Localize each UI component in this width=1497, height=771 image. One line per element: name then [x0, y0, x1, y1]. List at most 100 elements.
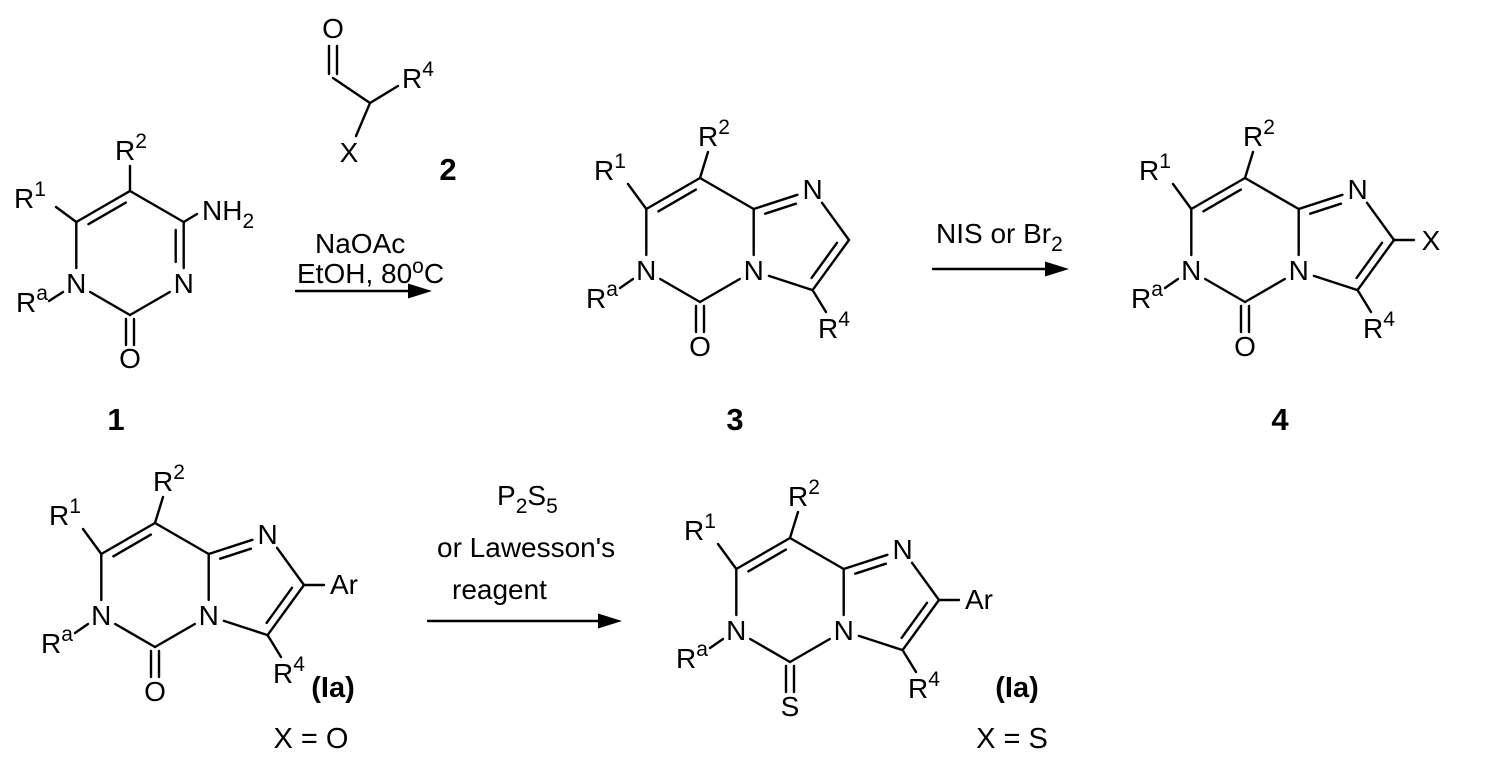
x-label: X	[1422, 225, 1441, 256]
nitrogen-label: N	[199, 600, 219, 631]
compound-ia-oxo-bonds	[73, 495, 326, 679]
nitrogen-label: N	[802, 174, 822, 205]
compound-1-bonds	[47, 164, 199, 347]
substituent-bond	[81, 527, 103, 556]
r1-label: R1	[1139, 150, 1171, 186]
compound-4-number: 4	[1271, 402, 1289, 437]
compound-ia-thioxo: N N N S R2 R1 Ra R4 Ar (Ia) X = S	[676, 476, 1048, 755]
condition-lawessons: or Lawesson's	[437, 532, 615, 563]
ra-label: Ra	[41, 623, 73, 659]
arrow-head	[408, 283, 432, 299]
r1-label: R1	[49, 495, 81, 531]
compound-1-number: 1	[107, 402, 124, 437]
compound-2-bonds	[327, 44, 400, 138]
nitrogen-label: N	[726, 615, 746, 646]
double-bond-inner	[747, 548, 788, 573]
double-bond-inner	[87, 201, 128, 226]
substituent-bond	[182, 212, 199, 224]
ra-label: Ra	[586, 278, 618, 314]
bond	[1312, 274, 1359, 292]
double-bond-inner	[1355, 241, 1384, 280]
oxygen-label: O	[689, 331, 711, 362]
bond	[275, 546, 306, 587]
condition-etoh: EtOH, 80oC	[297, 255, 444, 289]
r2-label: R2	[115, 130, 147, 166]
compound-ia-thioxo-number: (Ia)	[995, 672, 1039, 704]
double-bond-inner	[854, 562, 888, 575]
bond	[1190, 176, 1247, 211]
ra-label: Ra	[1131, 278, 1163, 314]
compound-3-number: 3	[726, 402, 743, 437]
bond	[749, 637, 792, 664]
double-bond-inner	[764, 202, 798, 215]
substituent-bond	[698, 150, 710, 180]
bond	[266, 583, 306, 637]
compound-ia-thioxo-variant: X = S	[976, 723, 1048, 755]
double-bond-inner	[218, 547, 253, 560]
bond	[207, 538, 254, 556]
compound-ia-oxo-variant: X = O	[274, 723, 349, 755]
double-bond-inner	[900, 601, 929, 640]
r2-label: R2	[788, 476, 820, 512]
oxygen-label: O	[119, 343, 141, 374]
substituent-bond	[47, 290, 65, 303]
reaction-arrow-2: NIS or Br2	[931, 218, 1069, 277]
substituent-bond	[1243, 150, 1255, 180]
nitrogen-label: N	[744, 255, 764, 286]
r1-label: R1	[14, 178, 46, 214]
bond	[910, 561, 941, 602]
r1-label: R1	[684, 510, 716, 546]
compound-ia-oxo-number: (Ia)	[311, 672, 355, 704]
nitrogen-label: N	[1181, 255, 1201, 286]
compound-3: N N N O R2 R1 Ra R4 3	[586, 116, 850, 437]
r4-label: R4	[273, 653, 305, 689]
double-bond-inner	[810, 241, 839, 280]
bond	[735, 536, 792, 571]
x-label: X	[340, 137, 359, 168]
bond	[752, 193, 799, 211]
condition-p2s5: P2S5	[497, 480, 558, 518]
bond	[698, 277, 741, 304]
r4-label: R4	[818, 308, 850, 344]
nitrogen-label: N	[174, 268, 194, 299]
oxygen-label: O	[1234, 331, 1256, 362]
compound-4: N N N O R2 R1 Ra R4 X 4	[1131, 116, 1441, 437]
substituent-bond	[354, 101, 372, 138]
double-bond-inner	[657, 188, 698, 213]
substituent-bond	[811, 288, 828, 314]
bond	[1203, 277, 1247, 304]
bond	[100, 521, 157, 556]
bond	[1297, 193, 1344, 211]
nitrogen-label: N	[91, 600, 111, 631]
reaction-arrow-1: NaOAc EtOH, 80oC	[294, 228, 444, 299]
arrow-head	[598, 613, 622, 629]
r2-label: R2	[698, 116, 730, 152]
sulfur-label: S	[781, 691, 800, 722]
nitrogen-label: N	[1289, 255, 1309, 286]
bond	[222, 619, 269, 637]
r4-label: R4	[402, 58, 434, 94]
substituent-bond	[368, 84, 400, 105]
bond	[842, 553, 889, 571]
substituent-bond	[1356, 288, 1373, 314]
bond	[645, 176, 702, 211]
bond	[153, 521, 210, 556]
nitrogen-label: N	[892, 534, 912, 565]
r4-label: R4	[908, 668, 940, 704]
compound-ia-oxo: N N N O R2 R1 Ra R4 Ar (Ia) X = O	[41, 461, 358, 755]
r2-label: R2	[153, 461, 185, 497]
double-bond-inner	[265, 586, 294, 625]
reaction-arrow-3: P2S5 or Lawesson's reagent	[426, 480, 622, 629]
bond	[331, 76, 372, 105]
substituent-bond	[73, 622, 90, 635]
condition-nis-br2: NIS or Br2	[936, 218, 1063, 256]
substituent-bond	[54, 205, 78, 224]
nitrogen-label: N	[1347, 174, 1367, 205]
double-bond-inner	[1308, 202, 1343, 215]
substituent-bond	[626, 182, 648, 211]
bond	[75, 189, 132, 224]
substituent-bond	[716, 542, 738, 571]
compound-ia-thioxo-bonds	[708, 510, 961, 694]
substituent-bond	[901, 648, 918, 674]
